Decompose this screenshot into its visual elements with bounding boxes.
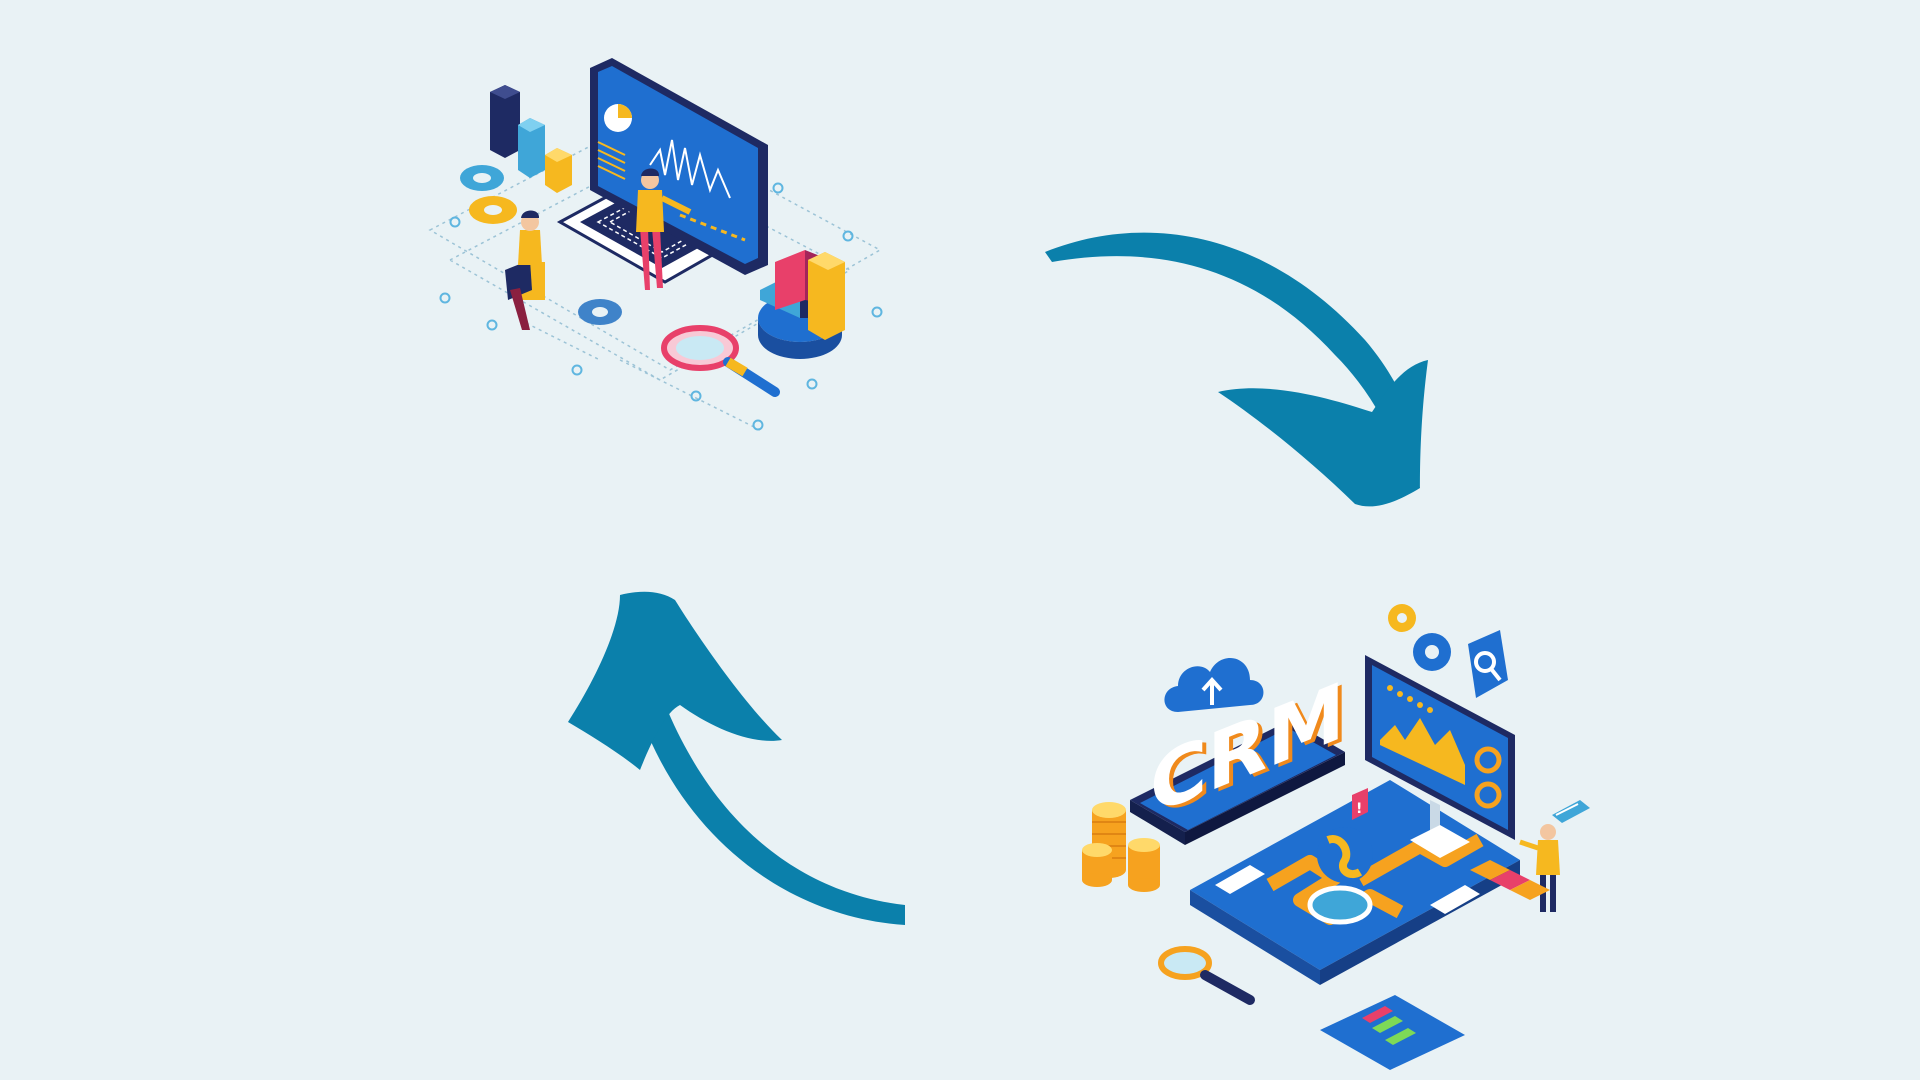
crm-platform-illustration: CRM CRM <box>1082 604 1590 1070</box>
floor-outline <box>428 119 882 431</box>
rating-stars <box>1387 685 1433 713</box>
coin-stack <box>1092 802 1126 878</box>
gear-icon <box>1413 633 1451 671</box>
person-presenter <box>636 168 692 290</box>
arrow-crm-to-analytics <box>568 591 905 925</box>
gear-icon <box>469 196 517 224</box>
gear-icon <box>1388 604 1416 632</box>
tablet-chat <box>1320 995 1465 1070</box>
svg-text:!: ! <box>1356 801 1362 817</box>
globe-icon <box>1317 827 1373 883</box>
analytics-laptop-illustration <box>428 58 883 431</box>
gear-icon-cluster-crm <box>1388 604 1451 671</box>
crm-monitor <box>1365 655 1515 858</box>
gear-icon-cluster <box>460 165 622 325</box>
bar-blocks <box>490 85 572 193</box>
floor-dots <box>439 182 883 431</box>
search-icon-badge <box>1468 630 1508 698</box>
person-sitting <box>505 210 545 330</box>
chat-bubble-icon <box>1552 800 1590 823</box>
gear-icon <box>578 299 622 325</box>
cloud-upload-icon <box>1164 658 1264 712</box>
coin-stacks <box>1082 802 1160 892</box>
gear-icon <box>460 165 504 191</box>
crm-sign-platform <box>1130 720 1345 845</box>
coin-stack <box>1128 838 1160 892</box>
magnifier-icon <box>1158 946 1255 1005</box>
laptop-screen <box>590 58 768 275</box>
arrow-analytics-to-crm <box>1045 232 1428 507</box>
alert-icon: ! <box>1352 788 1368 820</box>
pie-chart-3d <box>758 250 845 359</box>
bar-steps-right <box>1470 860 1550 900</box>
coin-stack <box>1082 843 1112 887</box>
magnifier-icon <box>661 325 780 397</box>
person-pointing <box>1519 824 1560 912</box>
